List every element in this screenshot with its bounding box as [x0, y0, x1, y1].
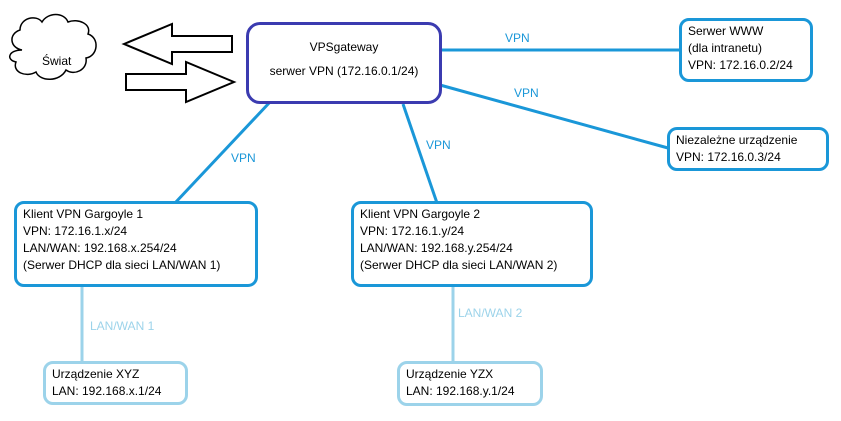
edge-label-vpn-independent: VPN: [514, 86, 539, 100]
vpn-client-1-node: Klient VPN Gargoyle 1 VPN: 172.16.1.x/24…: [14, 201, 258, 287]
client2-vpn-address: VPN: 172.16.1.y/24: [360, 224, 465, 238]
edge-label-vpn-www: VPN: [505, 31, 530, 45]
independent-title: Niezależne urządzenie: [676, 133, 798, 147]
device-xyz-node: Urządzenie XYZ LAN: 192.168.x.1/24: [43, 361, 188, 405]
independent-device-node: Niezależne urządzenie VPN: 172.16.0.3/24: [667, 127, 829, 171]
client2-lan-address: LAN/WAN: 192.168.y.254/24: [360, 241, 513, 255]
gateway-vpn-address: serwer VPN (172.16.0.1/24): [269, 64, 419, 78]
edge-gateway-independent: [439, 83, 669, 150]
edge-label-vpn-client1: VPN: [231, 151, 256, 165]
vps-gateway-node: VPSgateway serwer VPN (172.16.0.1/24): [246, 22, 442, 104]
device-yzx-node: Urządzenie YZX LAN: 192.168.y.1/24: [397, 361, 543, 406]
edge-gateway-client1: [173, 100, 272, 205]
independent-vpn-address: VPN: 172.16.0.3/24: [676, 150, 781, 164]
cloud-label: Świat: [42, 54, 72, 68]
vpn-client-2-node: Klient VPN Gargoyle 2 VPN: 172.16.1.y/24…: [351, 201, 593, 287]
client1-vpn-address: VPN: 172.16.1.x/24: [23, 224, 128, 238]
arrow-left-icon: [121, 22, 233, 66]
client1-dhcp-note: (Serwer DHCP dla sieci LAN/WAN 1): [23, 258, 221, 272]
gateway-name: VPSgateway: [309, 40, 379, 54]
xyz-lan-address: LAN: 192.168.x.1/24: [52, 384, 162, 398]
www-title: Serwer WWW: [688, 24, 764, 38]
edge-label-vpn-client2: VPN: [426, 138, 451, 152]
edge-label-lan-2: LAN/WAN 2: [458, 306, 523, 320]
edge-label-lan-1: LAN/WAN 1: [90, 319, 155, 333]
arrow-right-icon: [125, 60, 237, 104]
yzx-lan-address: LAN: 192.168.y.1/24: [406, 384, 515, 398]
www-server-node: Serwer WWW (dla intranetu) VPN: 172.16.0…: [679, 18, 813, 82]
yzx-title: Urządzenie YZX: [406, 367, 494, 381]
client1-lan-address: LAN/WAN: 192.168.x.254/24: [23, 241, 177, 255]
cloud-icon: [9, 13, 97, 80]
xyz-title: Urządzenie XYZ: [52, 367, 140, 381]
edge-gateway-client2: [401, 103, 439, 204]
client1-title: Klient VPN Gargoyle 1: [23, 207, 144, 221]
client2-title: Klient VPN Gargoyle 2: [360, 207, 481, 221]
client2-dhcp-note: (Serwer DHCP dla sieci LAN/WAN 2): [360, 258, 558, 272]
www-vpn-address: VPN: 172.16.0.2/24: [688, 58, 793, 72]
www-subtitle: (dla intranetu): [688, 41, 763, 55]
